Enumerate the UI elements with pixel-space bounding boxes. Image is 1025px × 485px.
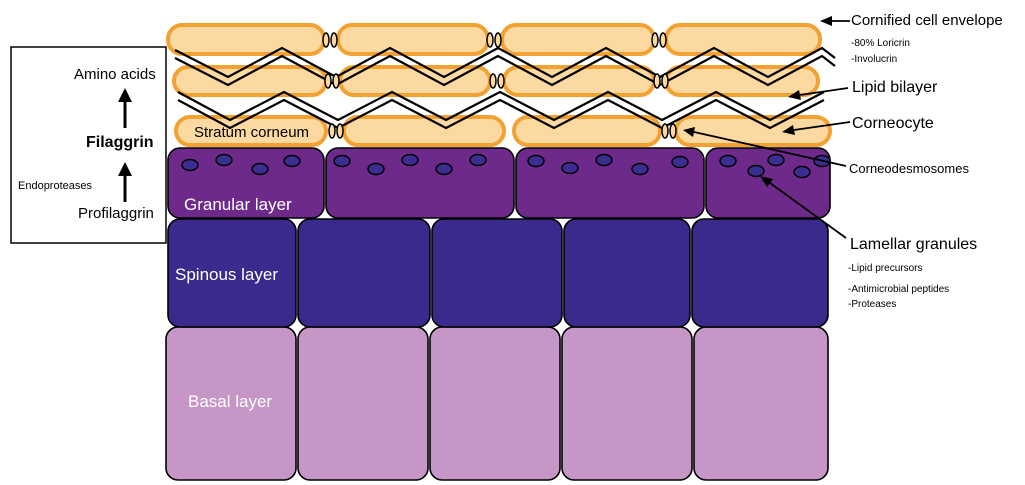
corneodesmosome [659,32,667,48]
corneocyte [512,115,662,147]
lamellar-granule [671,155,689,169]
lipid-bilayer-label: Lipid bilayer [852,79,938,96]
cornified-envelope-label: Cornified cell envelope [851,12,1003,29]
arrowhead-icon [820,16,832,26]
antimicrobial-peptides-label: -Antimicrobial peptides [848,284,949,295]
corneocyte-label: Corneocyte [852,115,934,132]
spinous-cell [167,218,297,328]
profilaggrin-label: Profilaggrin [78,205,154,222]
lamellar-granule [631,162,649,176]
corneodesmosomes-label: Corneodesmosomes [849,161,969,176]
annotation-arrows [683,16,851,239]
loricrin-label: -80% Loricrin [851,38,910,49]
basal-layer [165,326,829,481]
arrowhead-icon [782,125,795,135]
lamellar-granule [767,153,785,167]
lamellar-granule [435,162,453,176]
lipid-line [174,46,836,79]
lamellar-granule [747,164,765,178]
arrowhead-icon [760,176,773,187]
lamellar-granule [215,153,233,167]
corneocyte [172,65,328,97]
amino-acids-label: Amino acids [74,66,156,83]
spinous-layer [167,218,829,328]
lamellar-granule [367,162,385,176]
spinous-cell [563,218,691,328]
lamellar-granules-label: Lamellar granules [850,236,977,253]
corneocyte [342,115,506,147]
corneodesmosome [653,73,661,89]
basal-layer-label: Basal layer [188,392,272,411]
filaggrin-label: Filaggrin [86,134,154,151]
filaggrin-box [10,46,167,244]
corneodesmosome [332,73,340,89]
corneodesmosome [494,32,502,48]
corneocyte [500,23,656,56]
granular-layer-label: Granular layer [184,195,292,214]
pointer-line [793,121,851,131]
pointer-line [693,131,847,167]
arrowhead-icon [788,90,801,100]
corneodesmosome [497,73,505,89]
lamellar-granule [333,154,351,168]
proteases-label: -Proteases [848,299,896,310]
filaggrin-arrows [118,88,132,202]
corneodesmosome [661,123,669,139]
lipid-precursors-label: -Lipid precursors [848,263,922,274]
lamellar-granule [283,154,301,168]
basal-cell [693,326,829,481]
pointer-line [799,87,849,96]
arrow-up-icon [118,88,132,102]
corneocyte [664,23,822,56]
spinous-cell [691,218,829,328]
corneodesmosome [489,73,497,89]
corneodesmosome [330,32,338,48]
spinous-cell [297,218,431,328]
spinous-cell [431,218,563,328]
arrowhead-icon [683,127,695,137]
basal-cell [297,326,429,481]
lamellar-granule [595,153,613,167]
lipid-line [174,54,836,87]
corneocyte [336,23,490,56]
lamellar-granule [793,165,811,179]
involucrin-label: -Involucrin [851,54,897,65]
arrow-up-icon [118,162,132,176]
stratum-corneum-label: Stratum corneum [194,124,309,141]
corneodesmosome [324,73,332,89]
endoproteases-label: Endoproteases [18,180,92,192]
corneodesmosome [322,32,330,48]
basal-cell [429,326,561,481]
lamellar-granule [719,154,737,168]
lipid-line [177,98,825,130]
corneocyte [674,115,832,147]
corneodesmosome [669,123,677,139]
corneodesmosome [486,32,494,48]
lamellar-granule [181,158,199,172]
spinous-layer-label: Spinous layer [175,265,278,284]
lamellar-granule [527,154,545,168]
corneodesmosome [651,32,659,48]
basal-cell [561,326,693,481]
lipid-line [177,90,825,122]
granular-cell [167,147,325,219]
corneodesmosome [328,123,336,139]
lamellar-granule [401,153,419,167]
pointer-line [769,182,847,239]
lamellar-granule [251,162,269,176]
corneodesmosome [661,73,669,89]
lipid-bilayer-lines [174,46,836,130]
lamellar-granule [469,153,487,167]
corneodesmosome-pairs [322,32,677,139]
lamellar-granule-dots [181,153,831,179]
corneocyte [166,23,326,56]
lamellar-granule [561,161,579,175]
corneodesmosome [336,123,344,139]
